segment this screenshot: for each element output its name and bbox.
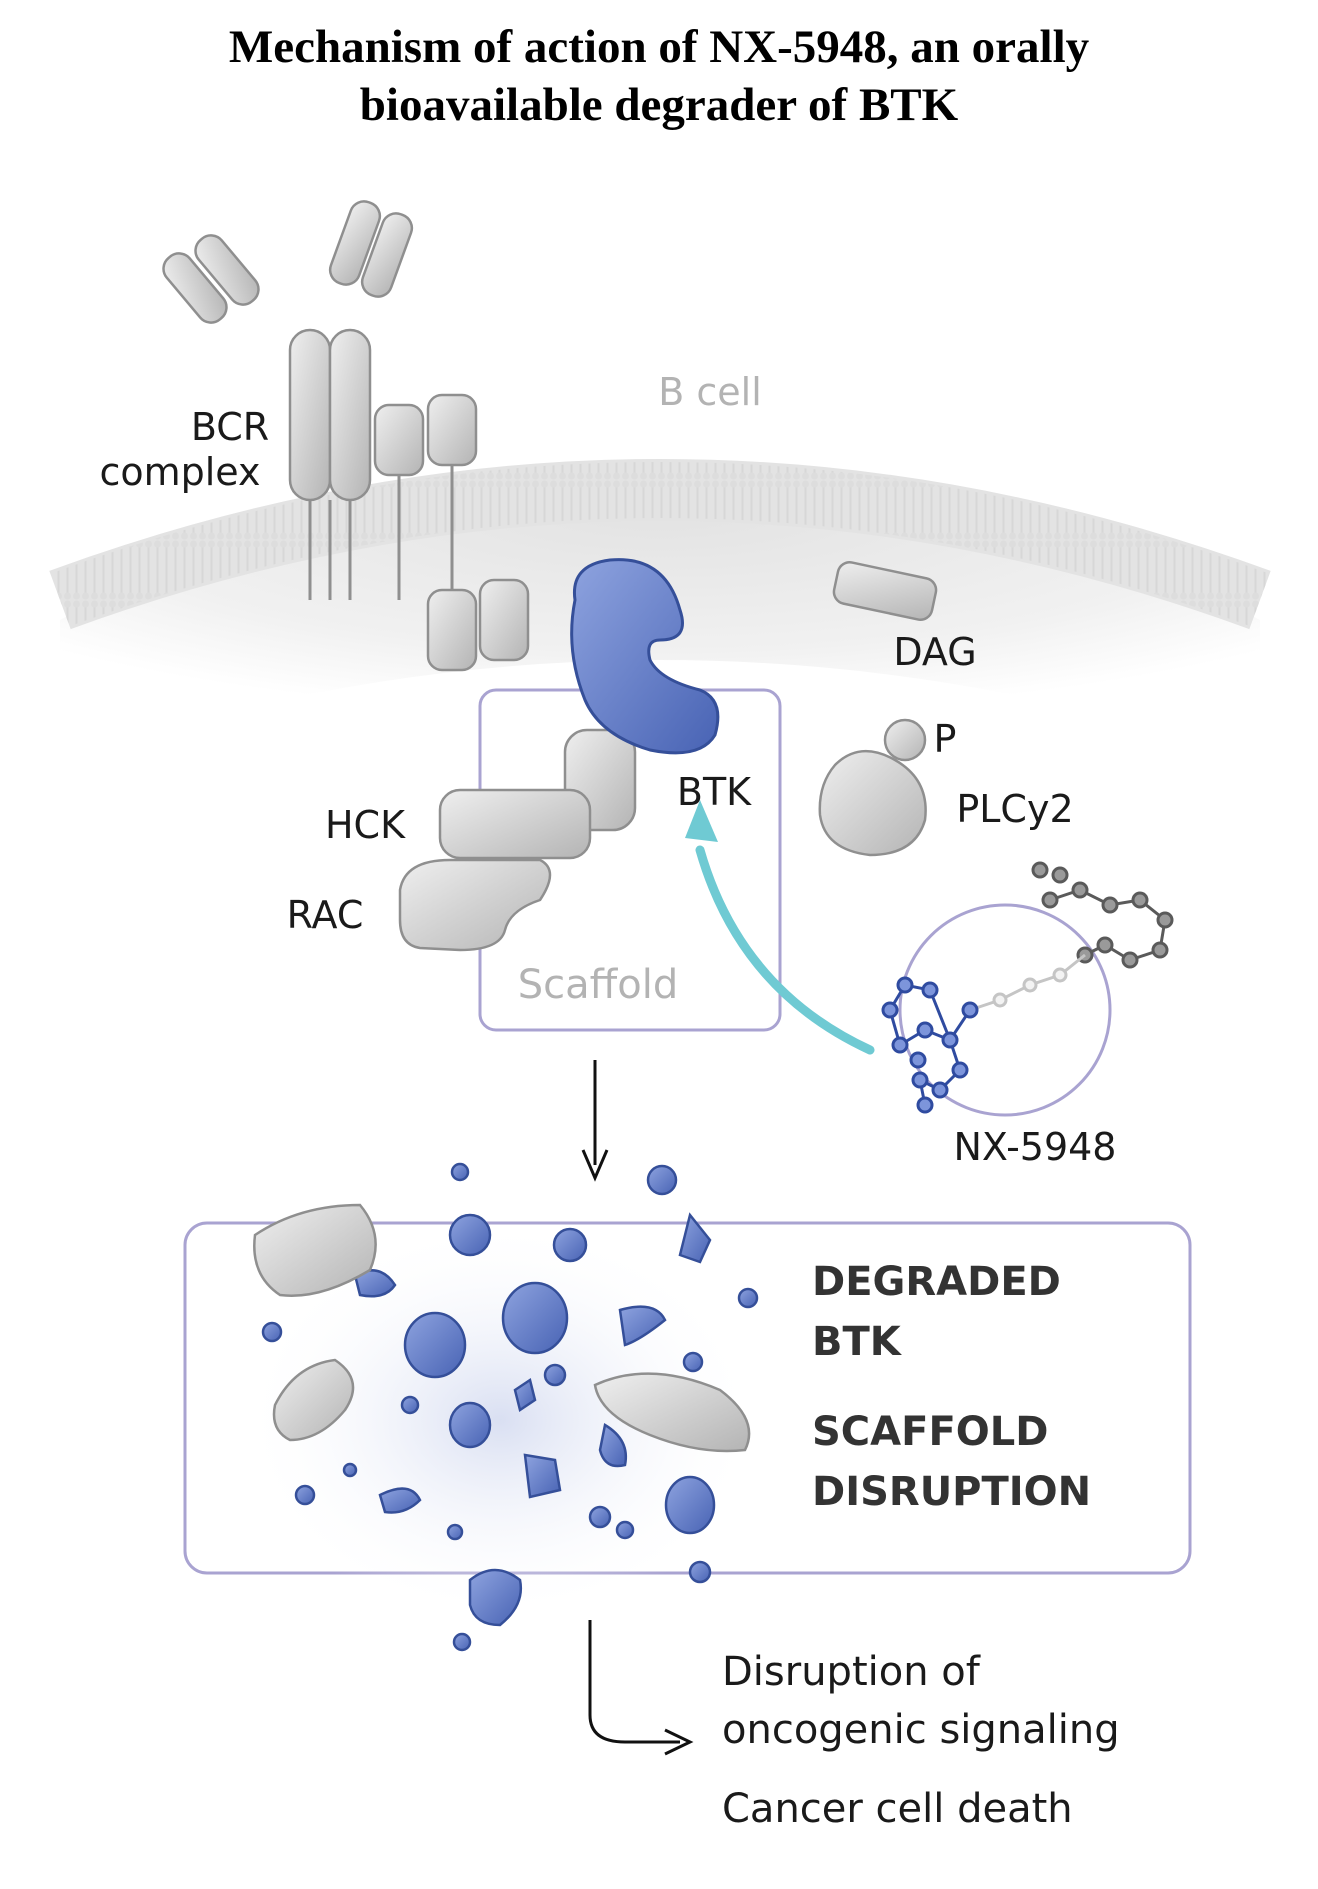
plcy2-label: PLCy2 bbox=[956, 787, 1073, 831]
scaffold-label: Scaffold bbox=[518, 962, 678, 1008]
dag-label: DAG bbox=[893, 630, 976, 674]
lipid-tails bbox=[50, 462, 1270, 627]
consequence-line-1: Disruption of bbox=[722, 1649, 981, 1695]
title-line-1: Mechanism of action of NX-5948, an orall… bbox=[228, 21, 1090, 73]
consequence-arrow bbox=[588, 1620, 680, 1744]
btk-label: BTK bbox=[677, 770, 752, 814]
btk-protein-icon bbox=[570, 558, 720, 755]
binding-arrow-head bbox=[685, 800, 718, 842]
title-line-2: bioavailable degrader of BTK bbox=[359, 79, 959, 131]
protein-fragments bbox=[253, 1203, 751, 1453]
outcome-line-1: DEGRADED bbox=[812, 1259, 1061, 1305]
bcr-complex-icon bbox=[162, 200, 530, 672]
b-cell-label: B cell bbox=[658, 370, 762, 414]
p-label: P bbox=[934, 717, 957, 761]
figure-title: Mechanism of action of NX-5948, an orall… bbox=[0, 18, 1318, 134]
rac-icon bbox=[398, 858, 552, 952]
consequence-line-3: Cancer cell death bbox=[722, 1786, 1073, 1832]
rac-label: RAC bbox=[287, 893, 364, 937]
consequence-line-2: oncogenic signaling bbox=[722, 1707, 1120, 1753]
phosphate-icon bbox=[883, 718, 927, 762]
outcome-line-3: SCAFFOLD bbox=[812, 1409, 1048, 1455]
hck-icon bbox=[438, 788, 592, 860]
btk-fragments bbox=[261, 1162, 759, 1652]
binding-arrow bbox=[695, 845, 875, 1055]
nx5948-label: NX-5948 bbox=[954, 1125, 1117, 1169]
degradation-arrow-head bbox=[581, 1149, 609, 1182]
dag-icon bbox=[832, 561, 938, 621]
plcy2-icon bbox=[818, 749, 927, 857]
consequence-arrow-head bbox=[664, 1728, 694, 1756]
outcome-line-4: DISRUPTION bbox=[812, 1469, 1091, 1515]
nx5948-molecule-icon bbox=[881, 861, 1174, 1117]
bcr-label-line-2: complex bbox=[99, 450, 260, 494]
hck-label: HCK bbox=[325, 803, 406, 847]
bcr-label-line-1: BCR bbox=[191, 405, 269, 449]
outcome-line-2: BTK bbox=[812, 1319, 903, 1365]
